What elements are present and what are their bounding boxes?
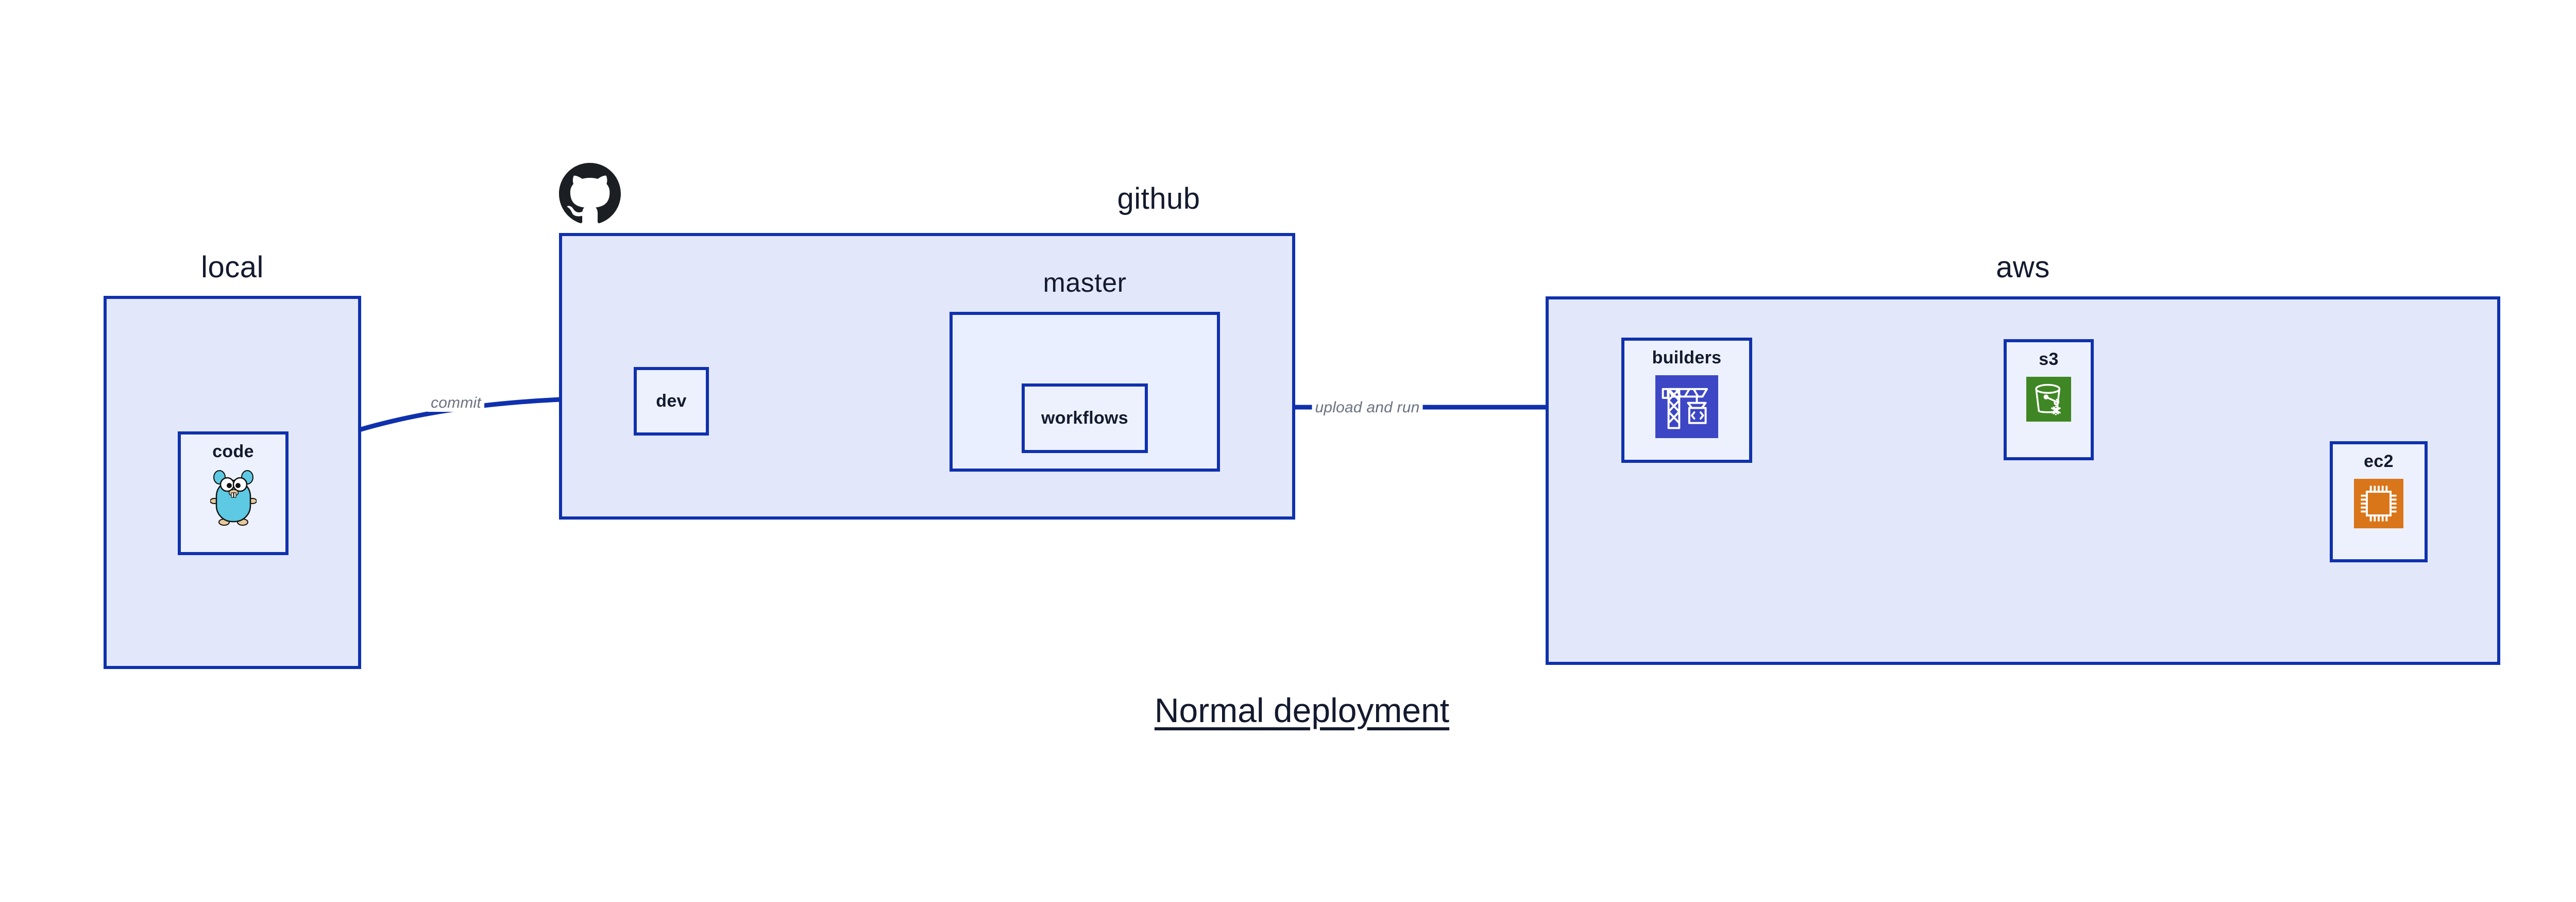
node-dev[interactable]: dev <box>634 367 709 436</box>
node-label-code: code <box>212 442 254 461</box>
go-gopher-icon <box>209 469 257 526</box>
node-label-builders: builders <box>1652 348 1722 368</box>
group-title-github: github <box>1117 182 1200 215</box>
node-code[interactable]: code <box>178 431 289 555</box>
node-label-dev: dev <box>656 391 687 411</box>
subgroup-title-master: master <box>1043 268 1127 298</box>
edge-label-upload-and-run: upload and run <box>1312 399 1423 416</box>
node-label-s3: s3 <box>2039 349 2059 369</box>
codebuild-crane-icon <box>1655 375 1718 438</box>
group-title-local: local <box>201 250 264 284</box>
s3-bucket-icon <box>2026 377 2071 422</box>
node-builders[interactable]: builders <box>1621 338 1752 463</box>
node-label-ec2: ec2 <box>2364 452 2394 471</box>
node-ec2[interactable]: ec2 <box>2330 441 2428 562</box>
node-label-workflows: workflows <box>1041 408 1128 428</box>
edge-label-commit: commit <box>428 394 484 412</box>
diagram-caption: Normal deployment <box>1154 691 1450 729</box>
ec2-chip-icon <box>2354 479 2403 528</box>
github-logo-icon <box>559 163 621 227</box>
node-s3[interactable]: s3 <box>2004 339 2094 460</box>
group-title-aws: aws <box>1996 250 2050 284</box>
node-workflows[interactable]: workflows <box>1022 383 1148 453</box>
